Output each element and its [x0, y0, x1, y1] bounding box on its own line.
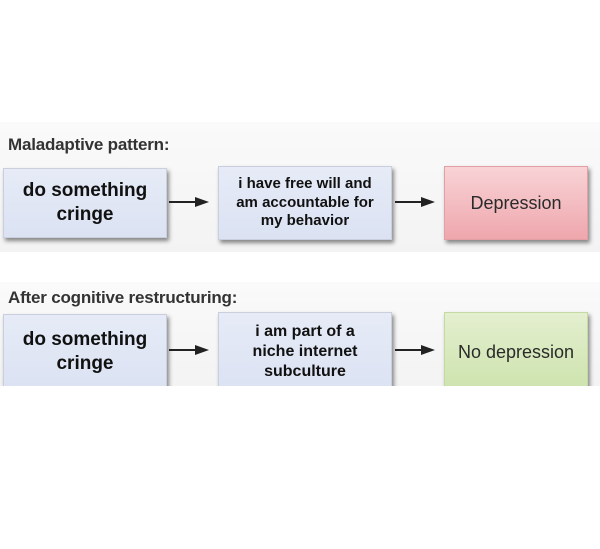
- trigger-line: cringe: [56, 353, 114, 374]
- cognitive-restructuring-row: After cognitive restructuring: do someth…: [0, 282, 600, 386]
- belief-box: i have free will and am accountable for …: [218, 166, 392, 240]
- belief-line: niche internet: [252, 343, 358, 360]
- right-arrow-icon: [169, 197, 209, 207]
- belief-line: am accountable for: [236, 193, 374, 211]
- row-heading: After cognitive restructuring:: [8, 288, 238, 307]
- trigger-line: do something: [22, 329, 148, 351]
- trigger-box: do something cringe: [3, 314, 167, 386]
- outcome-box-depression: Depression: [444, 166, 588, 240]
- right-arrow-icon: [395, 197, 435, 207]
- right-arrow-icon: [395, 345, 435, 355]
- outcome-box-no-depression: No depression: [444, 312, 588, 386]
- belief-line: i have free will and: [238, 174, 372, 192]
- row-heading: Maladaptive pattern:: [8, 135, 170, 154]
- trigger-line: cringe: [56, 204, 114, 225]
- trigger-line: do something: [22, 180, 148, 202]
- belief-line: subculture: [264, 363, 346, 380]
- outcome-label: No depression: [457, 341, 575, 362]
- belief-line: i am part of a: [255, 323, 355, 340]
- maladaptive-pattern-row: Maladaptive pattern: do something cringe…: [0, 122, 600, 252]
- belief-box: i am part of a niche internet subculture: [218, 312, 392, 386]
- right-arrow-icon: [169, 345, 209, 355]
- outcome-label: Depression: [470, 192, 562, 213]
- belief-line: my behavior: [260, 212, 350, 230]
- trigger-box: do something cringe: [3, 168, 167, 238]
